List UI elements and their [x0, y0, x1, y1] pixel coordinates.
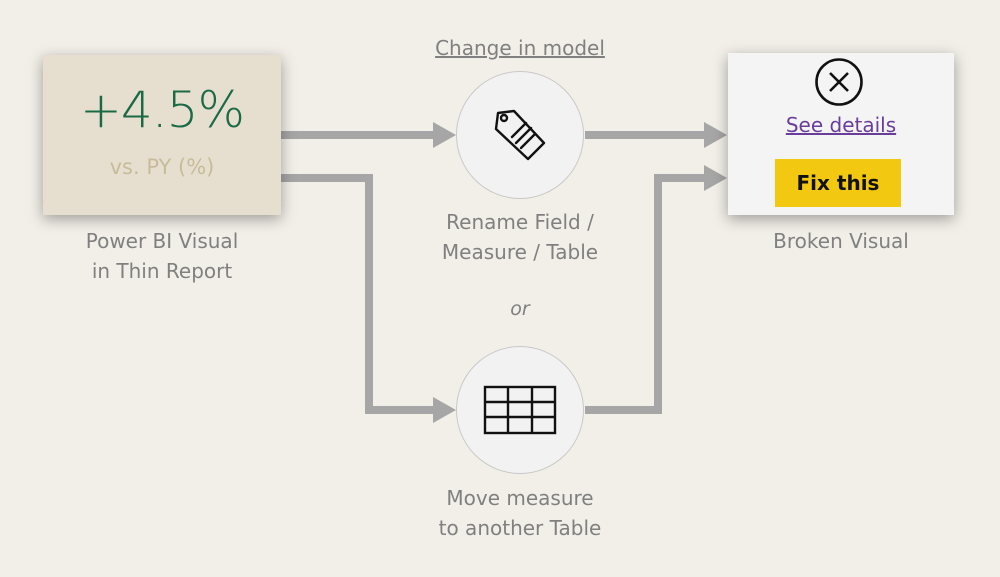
- kpi-subtitle: vs. PY (%): [109, 155, 215, 179]
- broken-caption: Broken Visual: [773, 229, 909, 253]
- move-caption-line1: Move measure: [446, 486, 594, 510]
- rename-caption-line2: Measure / Table: [441, 240, 599, 264]
- tag-icon: [494, 109, 546, 161]
- arrowhead-icon: [433, 397, 456, 423]
- kpi-value: +4.5%: [80, 81, 245, 139]
- source-caption-line2: in Thin Report: [91, 259, 233, 283]
- rename-caption: Rename Field / Measure / Table: [420, 207, 620, 267]
- arrowhead-icon: [704, 165, 727, 191]
- or-separator: or: [510, 298, 530, 320]
- arrowhead-icon: [433, 122, 456, 148]
- arrowhead-icon: [704, 122, 727, 148]
- kpi-card-visual: +4.5% vs. PY (%): [43, 55, 281, 215]
- broken-visual-card: See details Fix this: [728, 53, 954, 215]
- move-caption-line2: to another Table: [438, 516, 602, 540]
- change-in-model-heading: Change in model: [435, 36, 605, 60]
- rename-caption-line1: Rename Field /: [446, 210, 594, 234]
- rename-node: [456, 71, 584, 199]
- table-icon: [483, 385, 557, 435]
- see-details-link[interactable]: See details: [785, 113, 897, 137]
- move-measure-node: [456, 346, 584, 474]
- source-caption-line1: Power BI Visual: [85, 229, 239, 253]
- fix-this-button[interactable]: Fix this: [775, 159, 901, 207]
- arrow-move-to-broken: [585, 174, 708, 414]
- move-caption: Move measure to another Table: [410, 483, 630, 543]
- arrow-visual-to-move: [281, 174, 437, 414]
- error-circle-x-icon: [815, 58, 863, 106]
- source-caption: Power BI Visual in Thin Report: [43, 226, 281, 286]
